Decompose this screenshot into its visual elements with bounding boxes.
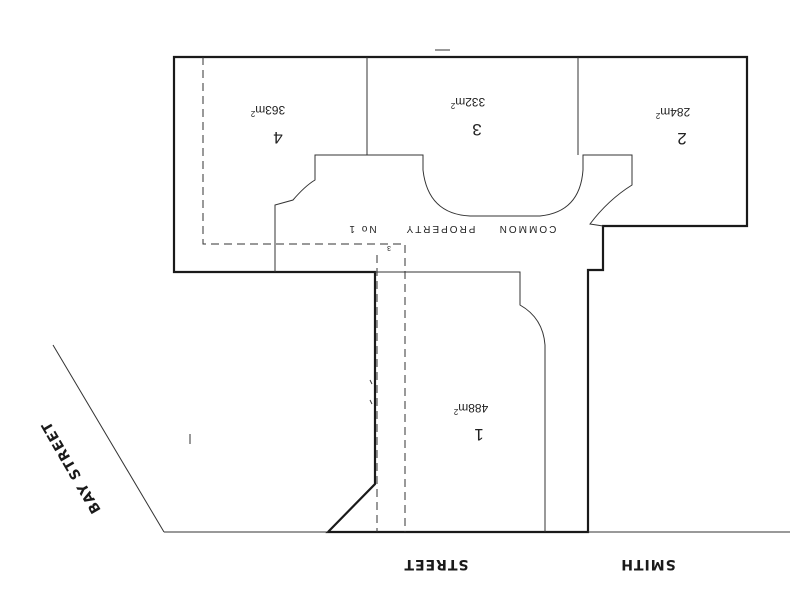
easement-line-lot-4 bbox=[202, 57, 406, 532]
lot-2-number: 2 bbox=[677, 129, 686, 148]
common-property-boundary-top bbox=[274, 154, 633, 272]
common-property-word-property: PROPERTY bbox=[405, 223, 476, 234]
lot-3-area: 332m2 bbox=[450, 95, 485, 110]
bay-street-label: BAY STREET bbox=[39, 418, 105, 516]
tick-mark bbox=[369, 379, 373, 385]
lot-1-area: 488m2 bbox=[453, 401, 488, 416]
lot-3-number: 3 bbox=[472, 120, 481, 139]
smith-label: SMITH bbox=[620, 556, 676, 572]
common-property-word-no: No 1 bbox=[347, 223, 376, 234]
lot-1-boundary bbox=[375, 271, 546, 532]
tick-mark bbox=[369, 399, 373, 405]
common-property-word-common: COMMON bbox=[498, 223, 557, 234]
lot-1-number: 1 bbox=[474, 425, 483, 444]
lot-4-number: 4 bbox=[273, 128, 282, 147]
street-label: STREET bbox=[403, 556, 468, 572]
small-mark-label: 3 bbox=[387, 244, 391, 251]
bay-street-alignment bbox=[52, 344, 165, 533]
lot-2-area: 284m2 bbox=[655, 105, 690, 120]
parcel-boundary bbox=[172, 55, 749, 534]
lot-4-area: 363m2 bbox=[250, 103, 285, 118]
